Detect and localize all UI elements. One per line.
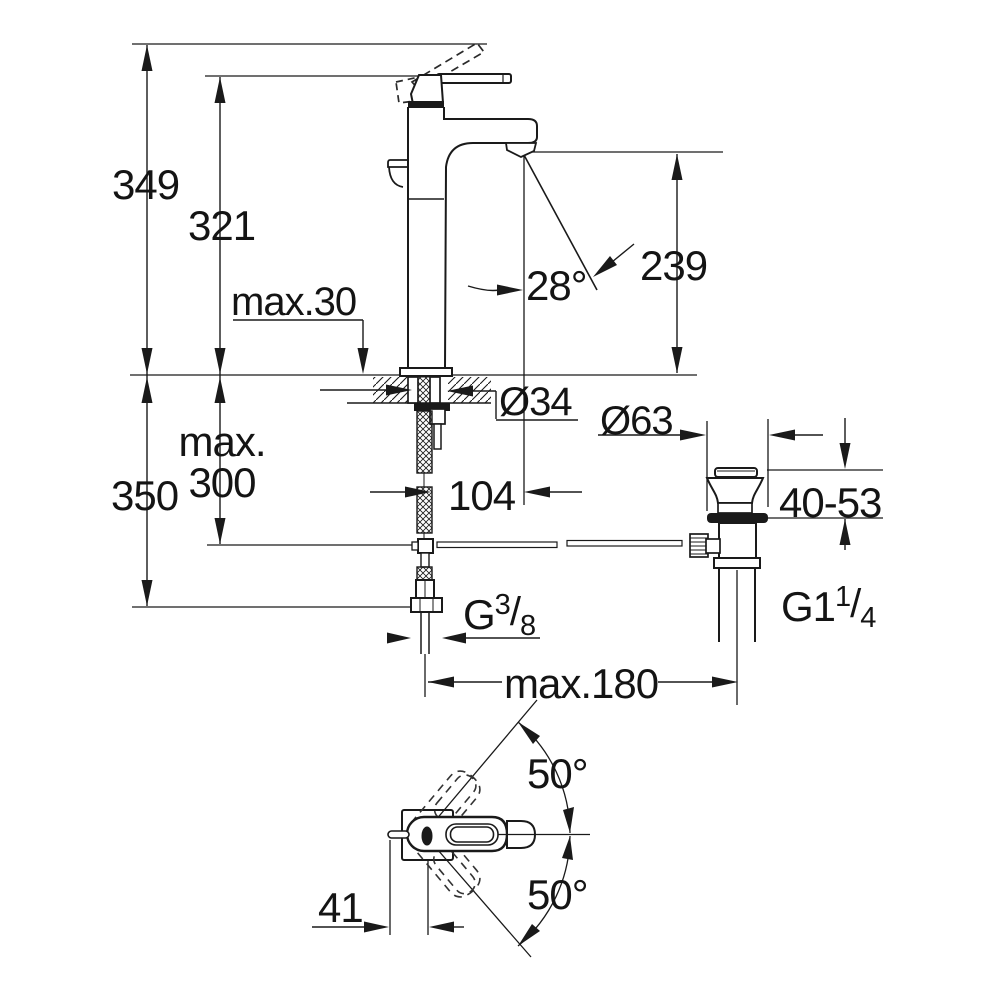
dim-hose-drop: max. 300 — [176, 418, 268, 507]
aerator-outlet — [504, 142, 538, 158]
popup-rod-right — [566, 539, 683, 547]
faucet-top-view — [387, 699, 590, 958]
dim-drain-flange-diameter: Ø63 — [600, 399, 674, 443]
dim-outlet-height: 239 — [640, 242, 708, 289]
supply-nut — [410, 597, 443, 613]
dim-total-height: 349 — [112, 161, 180, 208]
top-view-pin — [387, 830, 410, 839]
dim-under-deck-height: 350 — [111, 472, 179, 519]
drain-cap — [714, 467, 758, 478]
drain-gasket — [707, 513, 768, 523]
dim-spout-reach: 104 — [448, 472, 516, 519]
supply-thread-numerator: 3 — [494, 589, 511, 621]
dimension-lines — [141, 45, 851, 933]
drain-thread-slash: / — [850, 582, 861, 626]
extension-lines — [130, 43, 883, 935]
drain-thread-denominator: 4 — [860, 602, 876, 634]
supply-thread-denominator: 8 — [519, 610, 536, 642]
dim-spout-pivot-height: 321 — [188, 202, 256, 249]
dim-pin-offset: 41 — [318, 884, 364, 931]
dim-supply-thread: G3/8 — [463, 591, 536, 641]
supply-hose — [416, 410, 433, 474]
base-flange — [399, 367, 453, 377]
dim-drain-thread: G11/4 — [781, 583, 876, 633]
drain-thread-numerator: 1 — [835, 581, 851, 613]
drain-thread-base: G1 — [781, 583, 836, 630]
mounting-washer — [414, 403, 450, 411]
drain-assembly — [689, 467, 768, 642]
dim-swivel-lower: 50° — [527, 871, 589, 918]
cartridge-band — [408, 101, 444, 108]
dim-hose-drop-line2: 300 — [188, 459, 256, 507]
supply-thread-base: G — [463, 591, 496, 638]
dim-deck-thickness: max.30 — [231, 280, 357, 324]
lever-bar — [436, 73, 512, 84]
popup-rod-left — [436, 541, 558, 549]
dim-drain-distance: max.180 — [504, 660, 659, 707]
rod-fitting — [417, 538, 434, 554]
lever-knob-dashed — [395, 75, 424, 104]
faucet-body — [407, 107, 538, 369]
dim-shank-diameter: Ø34 — [499, 380, 573, 424]
drain-funnel — [705, 477, 765, 504]
dim-swivel-upper: 50° — [527, 750, 589, 797]
under-counter-assembly — [407, 376, 683, 654]
dim-hose-drop-line1: max. — [178, 418, 266, 465]
faucet-side-view — [387, 41, 538, 377]
supply-thread-slash: / — [509, 590, 521, 634]
dim-drain-deck-range: 40-53 — [779, 479, 882, 526]
popup-hook — [387, 159, 409, 188]
dim-stream-angle: 28° — [526, 262, 588, 309]
